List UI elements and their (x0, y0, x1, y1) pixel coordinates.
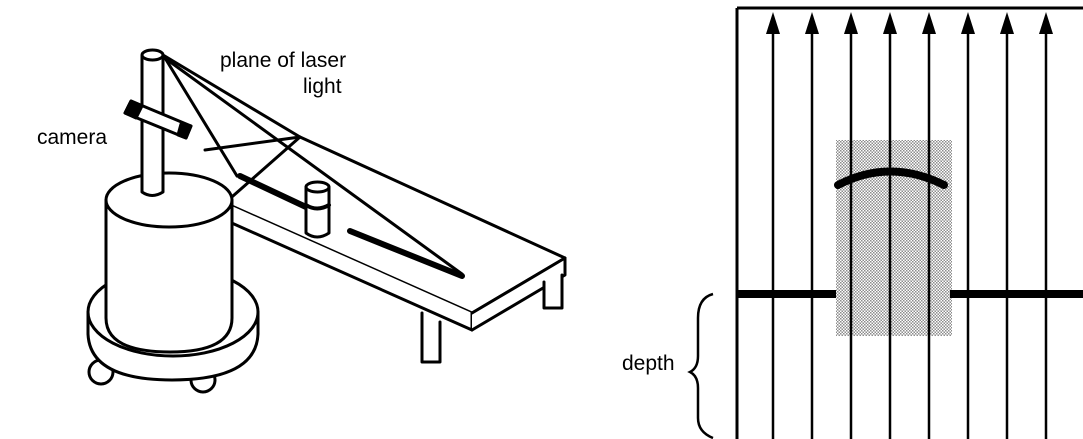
arrowhead-8 (1039, 12, 1053, 34)
robot-body (104, 171, 234, 354)
target-object (304, 180, 331, 239)
laser-stripe (237, 173, 465, 279)
arrowhead-3 (844, 12, 858, 34)
arrowhead-7 (1000, 12, 1014, 34)
arrowhead-1 (766, 12, 780, 34)
label-camera: camera (37, 126, 107, 149)
frame (735, 6, 1083, 439)
laser-plane (160, 53, 464, 276)
arrowhead-2 (805, 12, 819, 34)
label-light: light (303, 75, 342, 98)
depth-profile-diagram (687, 6, 1083, 439)
arrowhead-5 (922, 12, 936, 34)
scan-arrowheads (766, 12, 1053, 34)
arrowhead-4 (883, 12, 897, 34)
camera-icon (123, 99, 193, 140)
arrowhead-6 (961, 12, 975, 34)
stripe-profile (737, 167, 1083, 298)
label-depth: depth (622, 352, 675, 375)
label-plane-of-laser: plane of laser (220, 49, 346, 72)
scan-lines (771, 22, 1048, 439)
depth-bracket (687, 292, 714, 439)
laser-scanner-setup-illustration (86, 48, 567, 394)
